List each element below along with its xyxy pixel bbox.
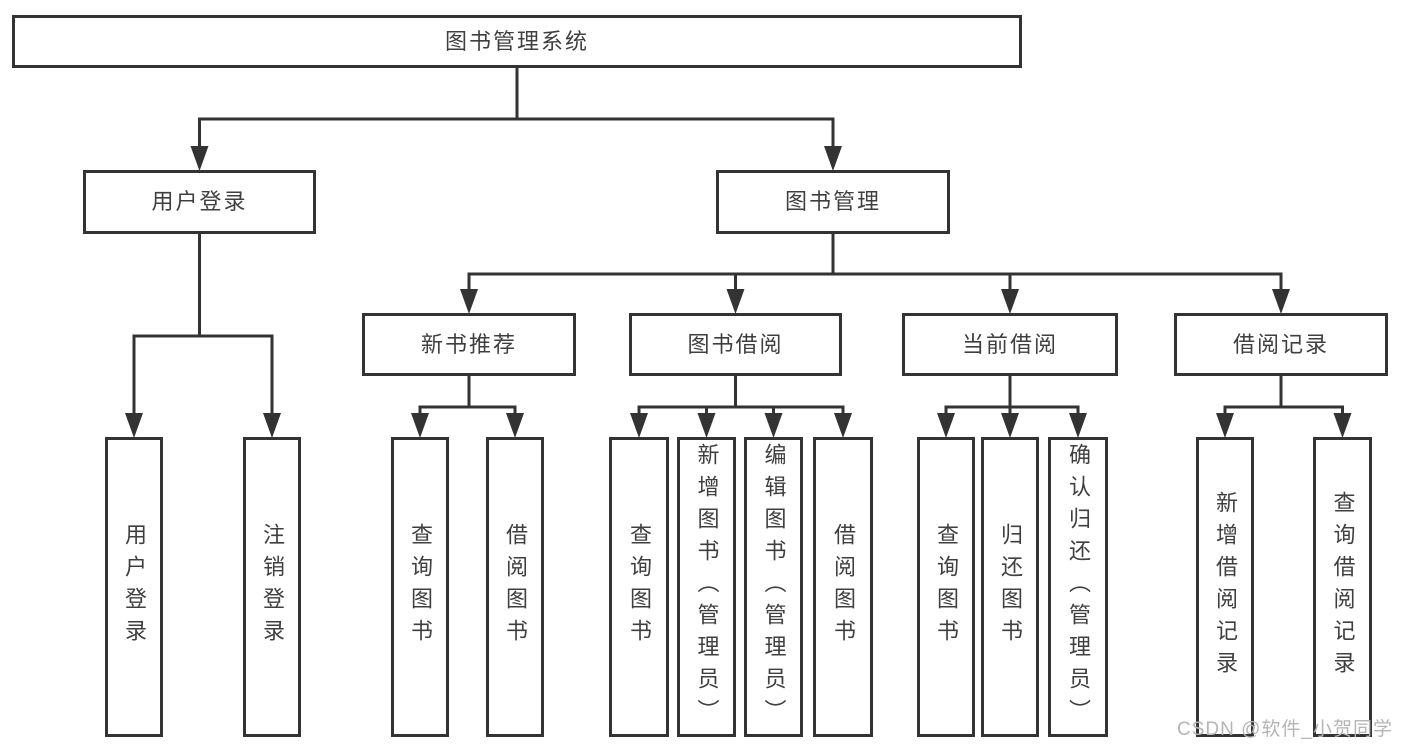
arrowhead-icon <box>764 413 783 438</box>
node-logout: 注销登录 <box>243 437 301 737</box>
node-br-add: 新增借阅记录 <box>1196 437 1254 737</box>
arrowhead-icon <box>834 413 852 438</box>
node-label-new-book-rec: 新书推荐 <box>420 331 517 357</box>
node-br-query: 查询借阅记录 <box>1313 437 1372 737</box>
node-label-cb-confirm: 确认归还（管理员） <box>1066 443 1091 731</box>
watermark-text: CSDN @软件_小贺同学 <box>1177 719 1393 740</box>
node-login: 用户登录 <box>105 437 163 737</box>
arrowhead-icon <box>1333 413 1352 438</box>
node-cb-query: 查询图书 <box>917 437 975 737</box>
node-bb-borrow: 借阅图书 <box>813 437 873 737</box>
node-label-login: 用户登录 <box>122 523 147 651</box>
arrowhead-icon <box>1216 413 1234 438</box>
node-label-logout: 注销登录 <box>260 523 285 651</box>
node-rec-borrow: 借阅图书 <box>486 437 544 737</box>
node-rec-query: 查询图书 <box>391 437 449 737</box>
arrowhead-icon <box>263 413 281 438</box>
arrowhead-icon <box>937 413 955 438</box>
node-label-book-borrow: 图书借阅 <box>687 331 784 357</box>
node-label-rec-borrow: 借阅图书 <box>503 523 528 651</box>
node-label-bb-add: 新增图书（管理员） <box>694 443 720 731</box>
node-bb-add: 新增图书（管理员） <box>677 437 736 737</box>
node-book-mgmt: 图书管理 <box>716 170 950 234</box>
node-new-book-rec: 新书推荐 <box>362 313 576 376</box>
node-label-bb-query: 查询图书 <box>627 523 652 651</box>
node-current-borrow: 当前借阅 <box>902 313 1118 376</box>
node-borrow-records: 借阅记录 <box>1174 313 1388 376</box>
arrowhead-icon <box>1272 289 1290 314</box>
node-book-borrow: 图书借阅 <box>629 313 842 376</box>
arrowhead-icon <box>506 413 524 438</box>
arrowhead-icon <box>1069 413 1087 438</box>
node-label-current-borrow: 当前借阅 <box>961 331 1058 357</box>
node-label-bb-borrow: 借阅图书 <box>831 523 856 651</box>
node-bb-edit: 编辑图书（管理员） <box>744 437 803 737</box>
arrowhead-icon <box>460 289 478 314</box>
node-label-br-add: 新增借阅记录 <box>1213 491 1238 683</box>
node-label-root: 图书管理系统 <box>444 28 589 54</box>
node-label-rec-query: 查询图书 <box>408 523 433 651</box>
node-label-br-query: 查询借阅记录 <box>1330 491 1356 683</box>
node-label-book-mgmt: 图书管理 <box>784 189 881 214</box>
node-bb-query: 查询图书 <box>609 437 669 737</box>
arrowhead-icon <box>190 146 209 171</box>
node-cb-return: 归还图书 <box>981 437 1039 737</box>
arrowhead-icon <box>125 413 143 438</box>
arrowhead-icon <box>1001 413 1019 438</box>
arrowhead-icon <box>630 413 648 438</box>
node-label-borrow-records: 借阅记录 <box>1232 331 1329 357</box>
node-root: 图书管理系统 <box>12 15 1022 68</box>
node-label-cb-return: 归还图书 <box>998 523 1023 651</box>
node-label-cb-query: 查询图书 <box>934 523 959 651</box>
arrowhead-icon <box>1001 289 1019 314</box>
arrowhead-icon <box>824 146 842 171</box>
node-user-login: 用户登录 <box>83 170 316 234</box>
arrowhead-icon <box>697 413 716 438</box>
arrowhead-icon <box>726 289 745 314</box>
node-cb-confirm: 确认归还（管理员） <box>1048 437 1108 737</box>
node-label-bb-edit: 编辑图书（管理员） <box>761 443 787 731</box>
arrowhead-icon <box>411 413 429 438</box>
node-label-user-login: 用户登录 <box>151 189 248 214</box>
